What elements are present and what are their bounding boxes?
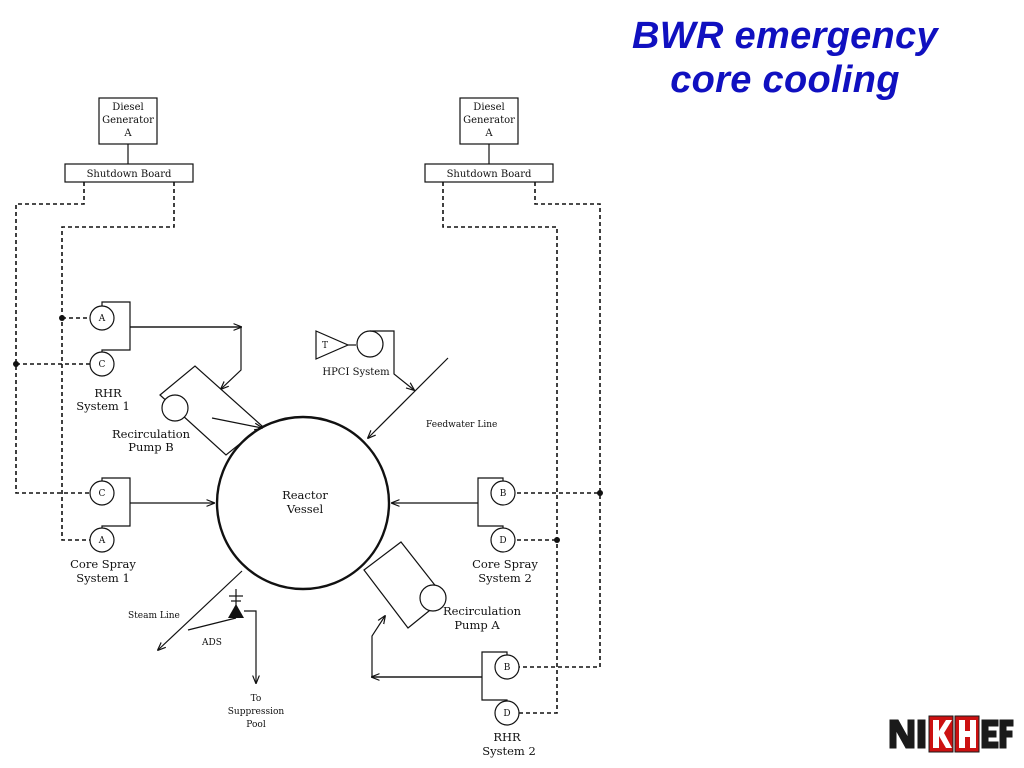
diesel-right-line-3: A bbox=[484, 128, 493, 139]
diesel-right-line-2: Generator bbox=[463, 115, 515, 126]
cs1-line-2: System 1 bbox=[76, 571, 130, 585]
rhr1-pump-a-label: A bbox=[98, 314, 106, 324]
cs1-pump-c-label: C bbox=[99, 489, 106, 499]
rhr-system-2: B D RHR System 2 bbox=[372, 616, 536, 758]
ads-valve: ADS bbox=[187, 589, 256, 683]
reactor-line-1: Reactor bbox=[282, 488, 328, 502]
cs2-pump-b-label: B bbox=[500, 489, 507, 499]
shutdown-board-left: Shutdown Board bbox=[64, 163, 194, 183]
cs2-pump-d-label: D bbox=[499, 536, 506, 546]
suppression-line-2: Suppression bbox=[228, 707, 285, 717]
feedwater-label: Feedwater Line bbox=[426, 420, 497, 430]
shutdown-board-right: Shutdown Board bbox=[424, 163, 554, 183]
rhr2-pump-b-label: B bbox=[504, 663, 511, 673]
diesel-left-line-2: Generator bbox=[102, 115, 154, 126]
steam-line: Steam Line bbox=[128, 570, 243, 650]
rhr1-pump-c-label: C bbox=[99, 360, 106, 370]
hpci-label: HPCI System bbox=[322, 367, 390, 378]
suppression-line-1: To bbox=[251, 694, 262, 704]
cs1-line-1: Core Spray bbox=[70, 557, 136, 571]
recirc-b-line-2: Pump B bbox=[128, 440, 174, 454]
reactor-vessel: Reactor Vessel bbox=[215, 415, 391, 591]
title-line-1: BWR emergency bbox=[632, 15, 938, 57]
power-lines-right bbox=[442, 182, 603, 714]
feedwater-line: Feedwater Line bbox=[368, 357, 497, 438]
slide-title: BWR emergency core cooling bbox=[560, 14, 1010, 102]
rhr-system-1: A C RHR System 1 bbox=[76, 301, 241, 413]
rhr1-line-2: System 1 bbox=[76, 399, 130, 413]
rhr2-line-1: RHR bbox=[493, 730, 521, 744]
recirculation-pump-b: Recirculation Pump B bbox=[112, 365, 263, 456]
recirculation-pump-a: Recirculation Pump A bbox=[363, 541, 522, 632]
reactor-line-2: Vessel bbox=[286, 502, 324, 516]
cs2-line-2: System 2 bbox=[478, 571, 532, 585]
recirc-a-line-2: Pump A bbox=[454, 618, 500, 632]
shutdown-right-label: Shutdown Board bbox=[447, 169, 532, 180]
turbine-label: T bbox=[322, 341, 328, 351]
diesel-left-line-3: A bbox=[123, 128, 132, 139]
rhr1-line-1: RHR bbox=[94, 386, 122, 400]
recirc-a-line-1: Recirculation bbox=[443, 604, 522, 618]
hpci-system: T HPCI System bbox=[315, 330, 414, 390]
core-spray-system-2: B D Core Spray System 2 bbox=[392, 477, 538, 585]
title-line-2: core cooling bbox=[670, 59, 900, 101]
nikhef-logo bbox=[889, 715, 1014, 753]
diesel-generator-right: Diesel Generator A bbox=[459, 97, 519, 145]
rhr2-line-2: System 2 bbox=[482, 744, 536, 758]
suppression-pool: To Suppression Pool bbox=[228, 694, 285, 730]
core-spray-system-1: C A Core Spray System 1 bbox=[70, 477, 214, 585]
diesel-generator-left: Diesel Generator A bbox=[98, 97, 158, 145]
power-lines-left bbox=[13, 182, 175, 541]
steam-label: Steam Line bbox=[128, 611, 180, 621]
suppression-line-3: Pool bbox=[246, 720, 266, 730]
diesel-right-line-1: Diesel bbox=[473, 102, 504, 113]
ads-label: ADS bbox=[201, 638, 222, 648]
cs1-pump-a-label: A bbox=[98, 536, 106, 546]
cs2-line-1: Core Spray bbox=[472, 557, 538, 571]
diesel-left-line-1: Diesel bbox=[112, 102, 143, 113]
rhr2-pump-d-label: D bbox=[503, 709, 510, 719]
shutdown-left-label: Shutdown Board bbox=[87, 169, 172, 180]
recirc-b-line-1: Recirculation bbox=[112, 427, 191, 441]
